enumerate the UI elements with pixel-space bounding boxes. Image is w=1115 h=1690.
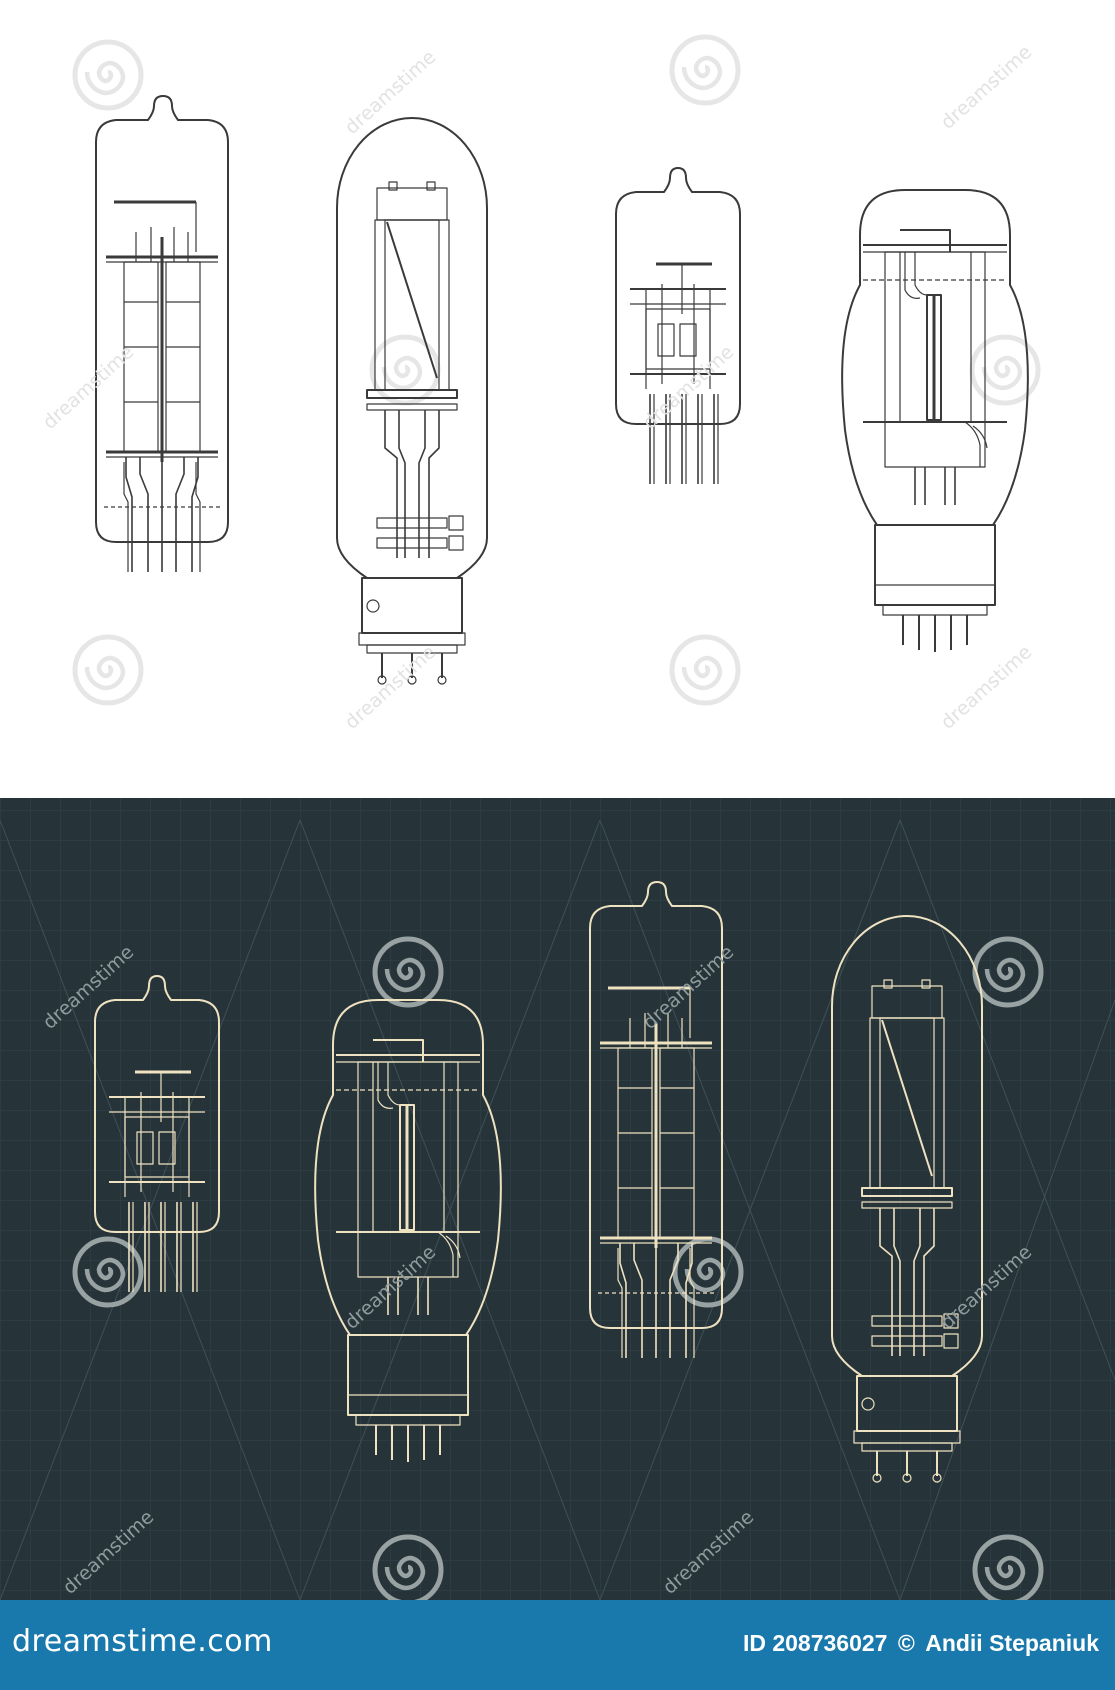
copyright-icon: © [897, 1630, 915, 1656]
image-id: ID 208736027 [742, 1630, 888, 1656]
image-credit: ID 208736027 © Andii Stepaniuk [739, 1630, 1099, 1657]
light-panel [0, 0, 1115, 798]
author-name[interactable]: Andii Stepaniuk [925, 1630, 1099, 1656]
dark-watermark-lines [0, 819, 1115, 1601]
dark-panel-grid [0, 798, 1115, 1600]
brand-logo[interactable]: dreamstime.com [12, 1624, 273, 1659]
footer-bar: dreamstime.com ID 208736027 © Andii Step… [0, 1600, 1115, 1690]
